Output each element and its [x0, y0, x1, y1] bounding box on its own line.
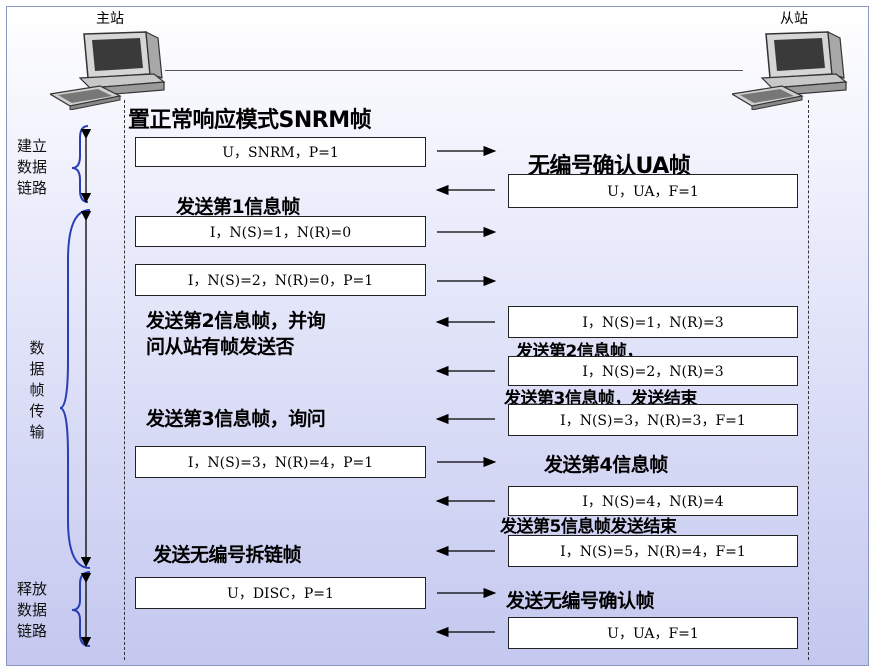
phase-label-establish: 建立 数据 链路	[16, 137, 47, 197]
frame-box-master: I，N(S)=1，N(R)=0	[135, 216, 426, 247]
slave-lifeline	[808, 100, 809, 660]
frame-box-slave: U，UA，F=1	[508, 174, 798, 208]
phase-label-release: 释放 数据 链路	[16, 580, 47, 640]
frame-box-slave: I，N(S)=5，N(R)=4，F=1	[508, 535, 798, 567]
link-line	[165, 70, 743, 71]
caption-send-ua: 发送无编号确认帧	[506, 590, 655, 612]
frame-box-master: U，SNRM，P=1	[135, 137, 426, 167]
frame-box-slave: I，N(S)=4，N(R)=4	[508, 486, 798, 516]
desktop-computer-icon	[50, 30, 168, 110]
phase-label-transfer: 数 据 帧 传 输	[29, 339, 45, 441]
frame-box-slave: U，UA，F=1	[508, 617, 798, 649]
phase-braces	[59, 125, 92, 648]
caption-slave-send-i5-end: 发送第5信息帧发送结束	[500, 517, 677, 537]
caption-slave-send-i4: 发送第4信息帧	[544, 454, 668, 476]
frame-box-slave: I，N(S)=1，N(R)=3	[508, 306, 798, 338]
master-station-label: 主站	[96, 11, 124, 27]
caption-send-i3-poll: 发送第3信息帧，询问	[146, 408, 326, 430]
caption-send-disc: 发送无编号拆链帧	[153, 544, 302, 566]
frame-box-master: U，DISC，P=1	[135, 577, 426, 609]
frame-box-slave: I，N(S)=3，N(R)=3，F=1	[508, 404, 798, 436]
caption-send-i2-poll: 发送第2信息帧，并询 问从站有帧发送否	[146, 310, 326, 358]
master-lifeline	[124, 100, 125, 660]
slave-station-label: 从站	[780, 11, 808, 27]
caption-snrm: 置正常响应模式SNRM帧	[128, 108, 372, 133]
frame-box-master: I，N(S)=3，N(R)=4，P=1	[135, 446, 426, 478]
frame-box-slave: I，N(S)=2，N(R)=3	[508, 356, 798, 386]
desktop-computer-icon	[732, 30, 850, 110]
frame-box-master: I，N(S)=2，N(R)=0，P=1	[135, 264, 426, 296]
caption-send-i1: 发送第1信息帧	[176, 196, 300, 218]
